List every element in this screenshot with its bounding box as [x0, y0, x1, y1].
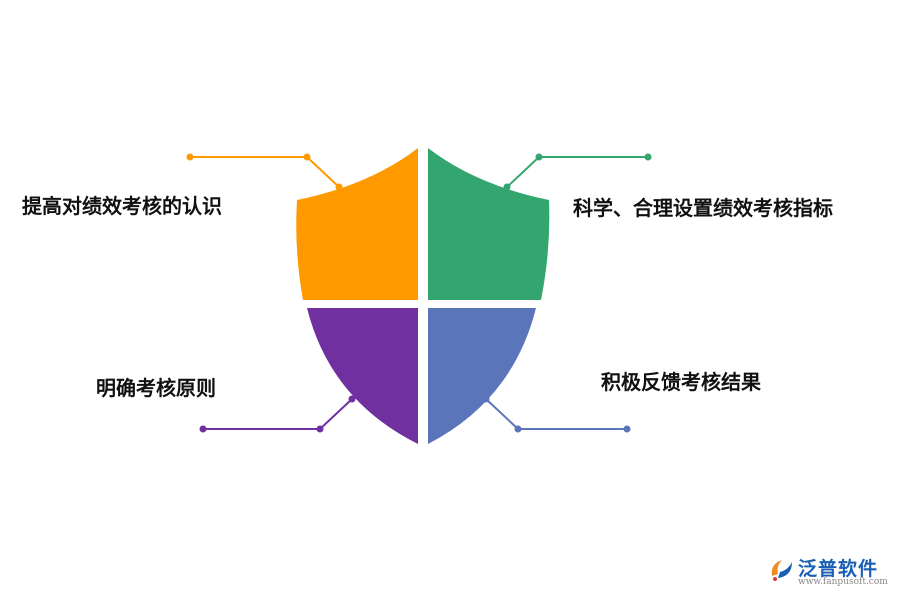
connector-top-right	[503, 153, 652, 191]
shield-quadrant-bottom-left	[307, 308, 418, 444]
brand-logo: 泛普软件 www.fanpusoft.com	[768, 552, 894, 592]
shield-quadrant-top-left	[296, 148, 418, 300]
label-bottom-right: 积极反馈考核结果	[601, 370, 761, 394]
label-top-left: 提高对绩效考核的认识	[22, 194, 222, 218]
label-bottom-left: 明确考核原则	[96, 376, 216, 400]
connector-bottom-left	[199, 395, 356, 433]
fanpu-logo-icon	[771, 560, 792, 581]
connector-top-left	[186, 153, 343, 191]
shield-quadrant-top-right	[428, 148, 550, 300]
shield-quadrant-bottom-right	[428, 308, 536, 444]
label-top-right: 科学、合理设置绩效考核指标	[573, 196, 833, 220]
connector-bottom-right	[482, 395, 631, 433]
logo-name: 泛普软件	[798, 558, 879, 580]
logo-url: www.fanpusoft.com	[798, 577, 888, 587]
